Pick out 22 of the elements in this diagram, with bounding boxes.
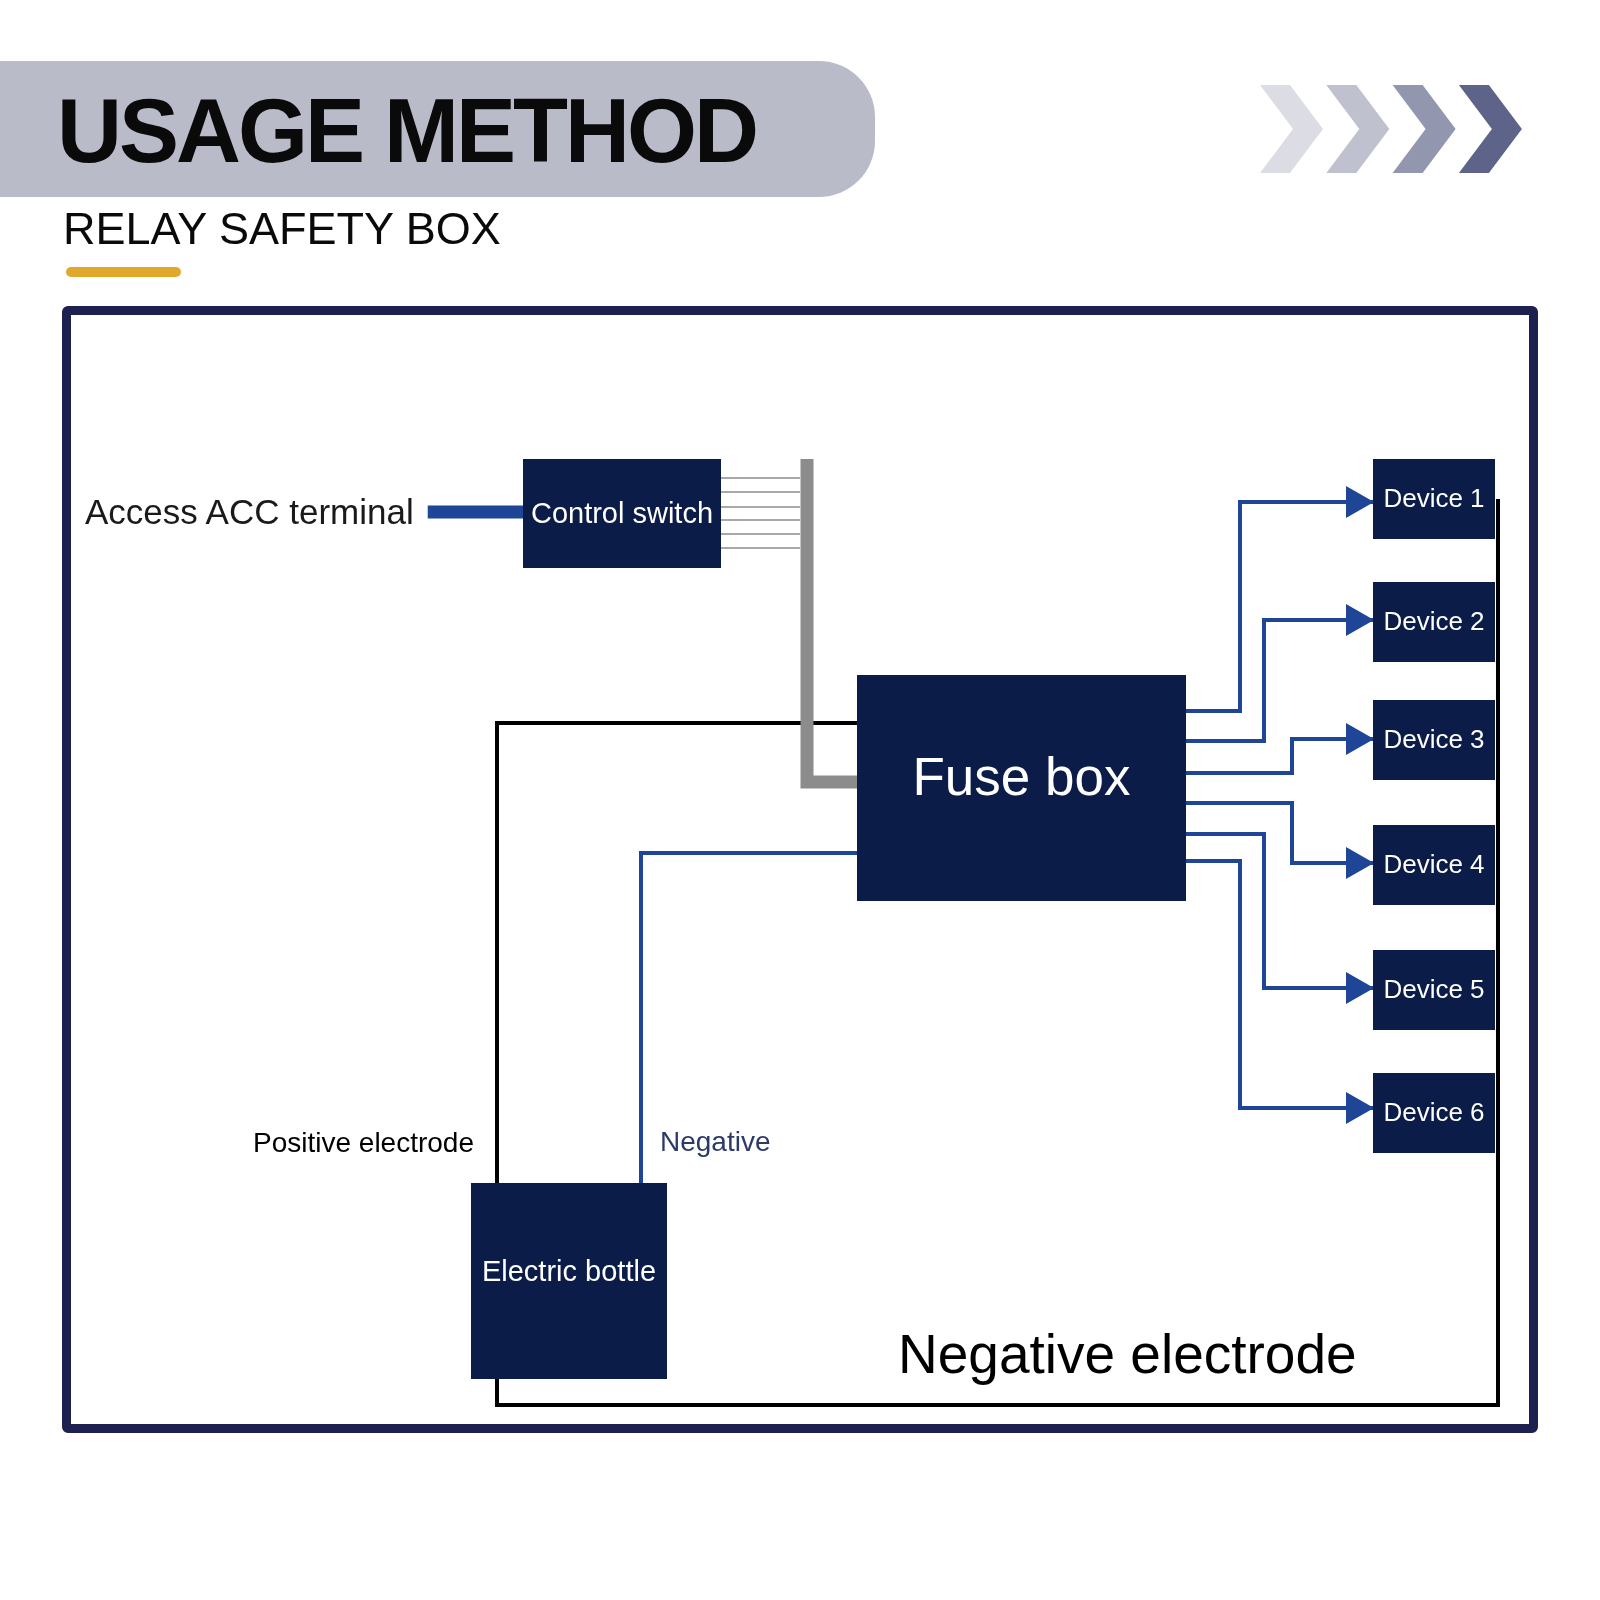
wire bbox=[495, 721, 857, 1183]
switch-block: Control switch bbox=[523, 459, 721, 568]
subtitle: RELAY SAFETY BOX bbox=[63, 203, 501, 255]
arrow bbox=[1186, 832, 1374, 1004]
arrow bbox=[1186, 604, 1374, 743]
device-block: Device 5 bbox=[1373, 950, 1495, 1030]
arrow bbox=[1186, 859, 1374, 1124]
device-block: Device 6 bbox=[1373, 1073, 1495, 1153]
terminal-label: Access ACC terminal bbox=[85, 491, 414, 533]
arrow bbox=[1186, 723, 1374, 775]
fuse-block: Fuse box bbox=[857, 675, 1186, 901]
arrow bbox=[1186, 801, 1374, 879]
wire bbox=[427, 505, 523, 519]
device-block: Device 2 bbox=[1373, 582, 1495, 662]
device-block: Device 1 bbox=[1373, 459, 1495, 539]
title: USAGE METHOD bbox=[57, 80, 757, 183]
wire bbox=[495, 1113, 1500, 1407]
wire bbox=[639, 851, 857, 1183]
battery-block: Electric bottle bbox=[471, 1183, 667, 1379]
device-block: Device 4 bbox=[1373, 825, 1495, 905]
arrow bbox=[1186, 486, 1374, 713]
device-block: Device 3 bbox=[1373, 700, 1495, 780]
